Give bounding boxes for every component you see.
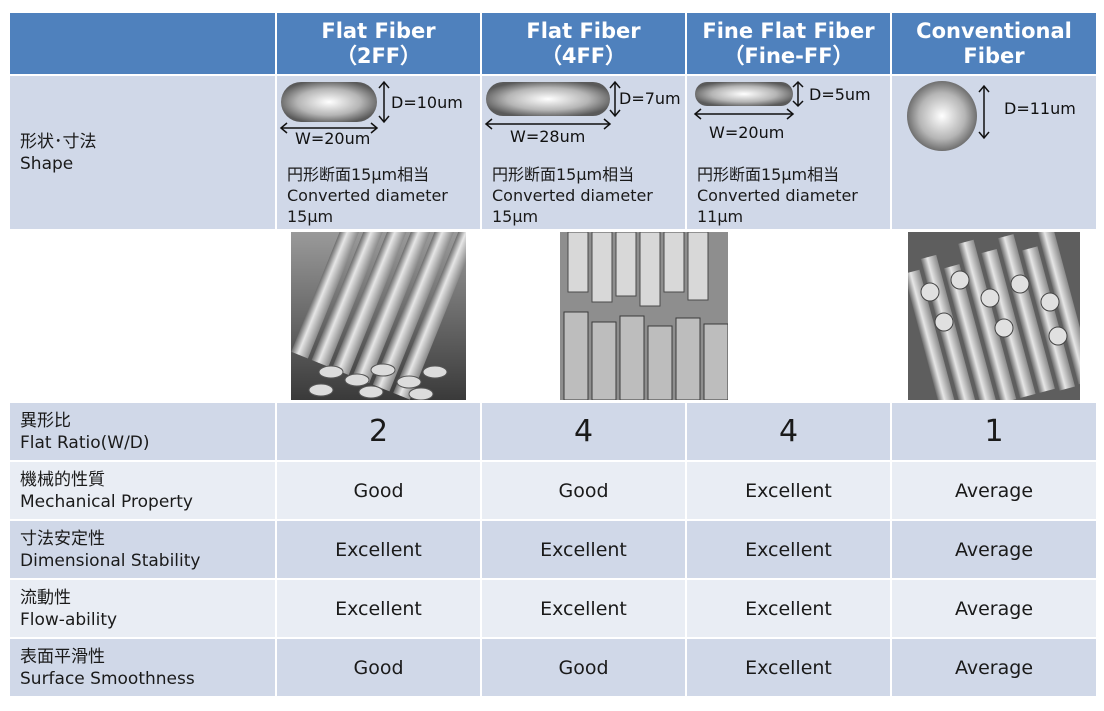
dimensional-stability-fine-ff: Excellent — [687, 521, 890, 578]
header-4ff: Flat Fiber（4FF） — [482, 13, 685, 74]
flow-ability-2ff: Excellent — [277, 580, 480, 637]
header-2ff: Flat Fiber（2FF） — [277, 13, 480, 74]
sem-micrograph-2ff-image — [291, 232, 466, 400]
header-corner — [10, 13, 275, 74]
svg-text:D=11um: D=11um — [1004, 99, 1076, 118]
surface-smoothness-fine-ff: Excellent — [687, 639, 890, 696]
mechanical-property-4ff: Good — [482, 462, 685, 519]
svg-text:W=28um: W=28um — [510, 127, 585, 146]
header-row: Flat Fiber（2FF） Flat Fiber（4FF） Fine Fla… — [10, 13, 1096, 74]
mechanical-property-fine-ff: Excellent — [687, 462, 890, 519]
micrograph-row — [10, 231, 1096, 401]
sem-micrograph-4ff-image — [559, 232, 728, 400]
flat-fiber-4ff-cross-section: D=7um W=28um — [484, 80, 681, 146]
dimensional-stability-4ff: Excellent — [482, 521, 685, 578]
svg-text:D=10um: D=10um — [391, 93, 463, 112]
micrograph-conventional-cell — [892, 231, 1096, 401]
header-fine-ff: Fine Flat Fiber（Fine-FF） — [687, 13, 890, 74]
flow-ability-fine-ff: Excellent — [687, 580, 890, 637]
micrograph-2ff-cell — [277, 231, 480, 401]
surface-smoothness-4ff: Good — [482, 639, 685, 696]
dimensional-stability-2ff: Excellent — [277, 521, 480, 578]
svg-text:D=5um: D=5um — [809, 85, 871, 104]
fine-flat-fiber-cross-section: D=5um W=20um — [693, 80, 871, 142]
mechanical-property-conventional: Average — [892, 462, 1096, 519]
conventional-fiber-cross-section: D=11um — [907, 81, 1076, 151]
svg-text:W=20um: W=20um — [709, 123, 784, 142]
comparison-table: Flat Fiber（2FF） Flat Fiber（4FF） Fine Fla… — [8, 11, 1098, 698]
sem-micrograph-conventional-image — [908, 232, 1080, 400]
micrograph-fine-ff-cell — [559, 231, 890, 401]
svg-text:D=7um: D=7um — [619, 89, 681, 108]
surface-smoothness-conventional: Average — [892, 639, 1096, 696]
flat-ratio-conventional: 1 — [892, 403, 1096, 460]
dimensional-stability-conventional: Average — [892, 521, 1096, 578]
surface-smoothness-2ff: Good — [277, 639, 480, 696]
flat-fiber-2ff-cross-section: D=10um W=20um — [279, 80, 463, 148]
flat-ratio-2ff: 2 — [277, 403, 480, 460]
mechanical-property-2ff: Good — [277, 462, 480, 519]
flow-ability-4ff: Excellent — [482, 580, 685, 637]
micrograph-row-label — [10, 231, 275, 401]
flat-ratio-4ff: 4 — [482, 403, 685, 460]
flow-ability-conventional: Average — [892, 580, 1096, 637]
shape-cell-conventional: D=11um — [892, 76, 1096, 229]
flat-ratio-fine-ff: 4 — [687, 403, 890, 460]
svg-text:W=20um: W=20um — [295, 129, 370, 148]
